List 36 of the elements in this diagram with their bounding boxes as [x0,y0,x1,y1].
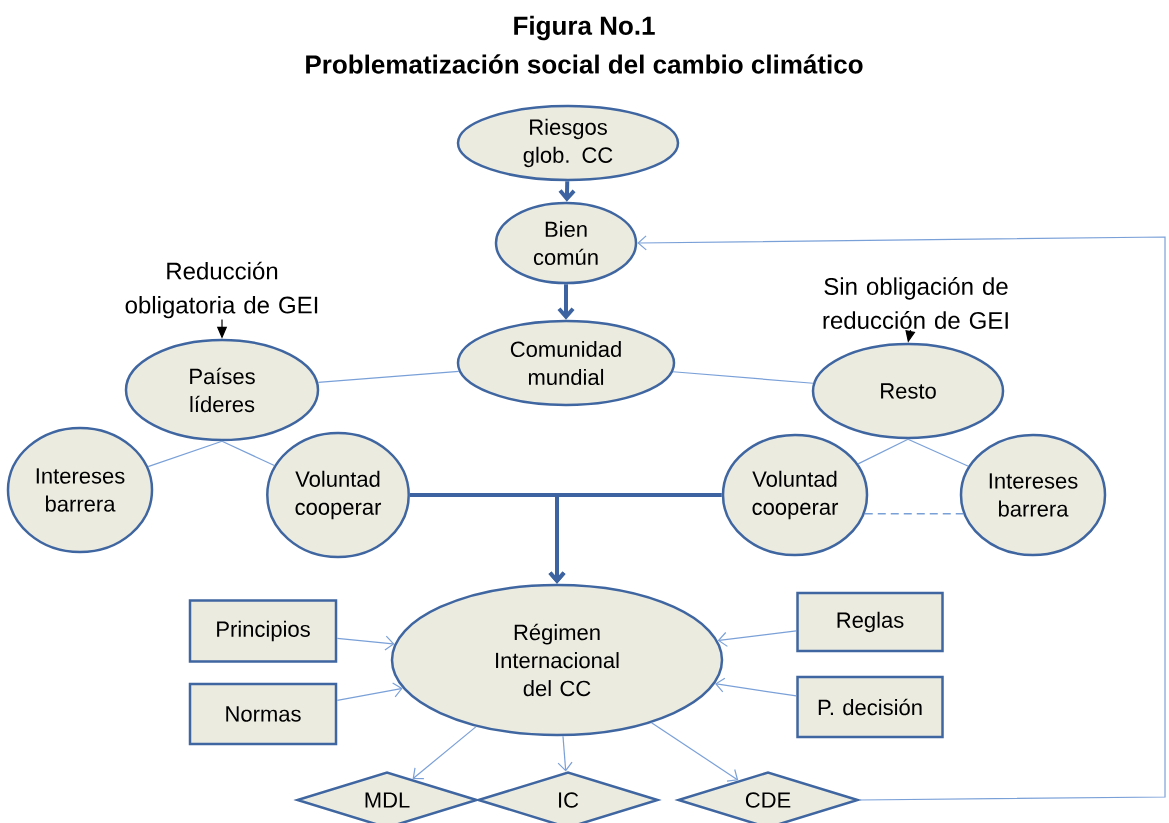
arrow [336,682,403,701]
arrow [557,284,575,320]
arrow [637,235,1166,801]
title: Figura No.1 [514,15,655,41]
ellipse-node: Intereses barrera [6,426,154,554]
ellipse-node: Bien común [494,201,638,285]
ellipse-node: Países líderes [124,338,320,442]
subtitle: Problematización social del cambio climático [306,54,863,74]
ellipse-node: Régimen Internacional del CC [390,583,724,737]
arrow [548,493,722,584]
arrow [336,635,395,651]
connector-line [317,370,460,384]
rectangle-box: Normas [188,682,338,746]
arrow [717,630,797,647]
arrow [412,726,477,780]
annotation-text: Reducción obligatoria de GEI [125,261,318,319]
annotation-text: Sin obligación de reducción de GEI [823,277,1008,329]
connector-line [864,512,964,515]
connector-line [857,438,909,465]
connector-line [672,371,814,384]
arrow [558,181,576,202]
ellipse-node: Riesgos glob. CC [456,104,680,182]
connector-line [221,440,275,467]
ellipse-node: Comunidad mundial [456,319,676,407]
connector-line [147,440,223,468]
arrow [715,677,797,697]
rectangle-box: Principios [188,599,338,663]
ellipse-node: Voluntad cooperar [721,433,869,557]
arrow [650,722,739,782]
ellipse-node: Intereses barrera [959,433,1107,557]
arrow [557,735,573,772]
ellipse-node: Resto [811,342,1005,440]
ellipse-node: Voluntad cooperar [266,431,410,559]
rectangle-box: Reglas [796,591,944,653]
connector-line [907,438,969,467]
rectangle-box: P. decisión [796,675,944,739]
